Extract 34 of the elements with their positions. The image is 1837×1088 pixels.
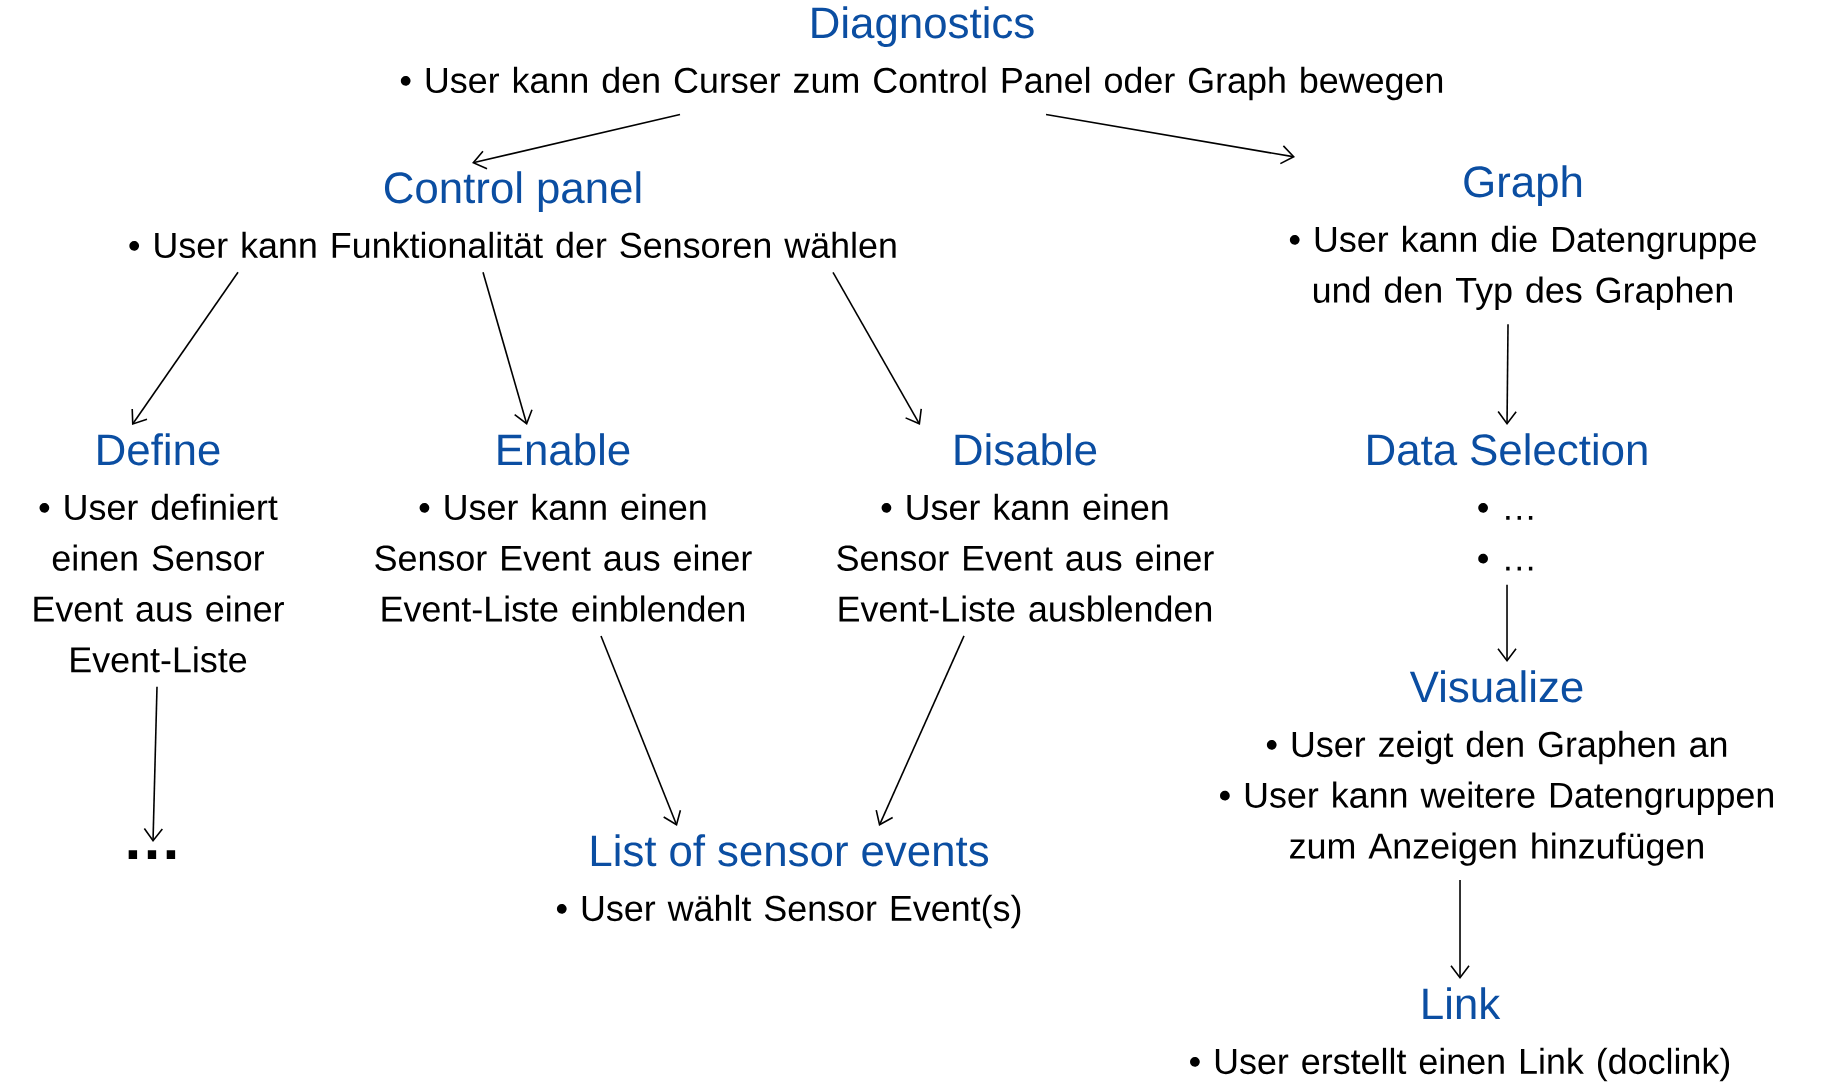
bullet-text: • User erstellt einen Link (doclink): [1190, 1047, 1730, 1082]
bullet-text: • User kann den Curser zum Control Panel oder Graph bewegen: [400, 66, 1443, 101]
heading: Define: [98, 433, 220, 466]
arrow: [600, 635, 682, 826]
arrow: [143, 685, 164, 842]
bullet-text: • User kann weitere Datengruppen zum Anzeigen hinzufügen: [1220, 781, 1773, 866]
bullet-text: • User kann einen Sensor Event aus einer Event-Liste einblenden: [375, 493, 752, 622]
heading: Disable: [955, 433, 1097, 466]
arrow: [131, 271, 239, 425]
bullet-text: • User wählt Sensor Event(s): [556, 894, 1021, 929]
heading: Enable: [498, 433, 630, 466]
heading: Graph: [1464, 165, 1582, 207]
arrow: [482, 271, 533, 425]
arrow: [472, 113, 681, 170]
arrow: [1045, 113, 1295, 165]
bullet-text: • …: [1478, 503, 1533, 520]
arrow: [1450, 879, 1470, 979]
heading: Control panel: [384, 171, 641, 213]
bullet-text: • User kann die Datengruppe und den Typ des Graphen: [1289, 225, 1756, 311]
bullet-text: • User kann Funktionalität der Sensoren wählen: [129, 231, 896, 259]
ellipsis-text: …: [128, 850, 176, 860]
bullet-text: • …: [1478, 553, 1533, 571]
arrow: [832, 271, 923, 425]
arrow: [1497, 323, 1517, 425]
bullet-text: • User zeigt den Graphen an: [1266, 730, 1727, 765]
bullet-text: • User definiert einen Sensor Event aus einer Event-Liste: [34, 493, 284, 673]
heading: Link: [1423, 987, 1501, 1019]
arrow: [875, 635, 965, 826]
arrow: [1497, 584, 1517, 662]
heading: Diagnostics: [812, 6, 1034, 48]
heading: List of sensor events: [591, 834, 989, 867]
heading: Data Selection: [1368, 433, 1647, 466]
heading: Visualize: [1409, 670, 1583, 703]
bullet-text: • User kann einen Sensor Event aus einer Event-Liste ausblenden: [837, 493, 1214, 622]
